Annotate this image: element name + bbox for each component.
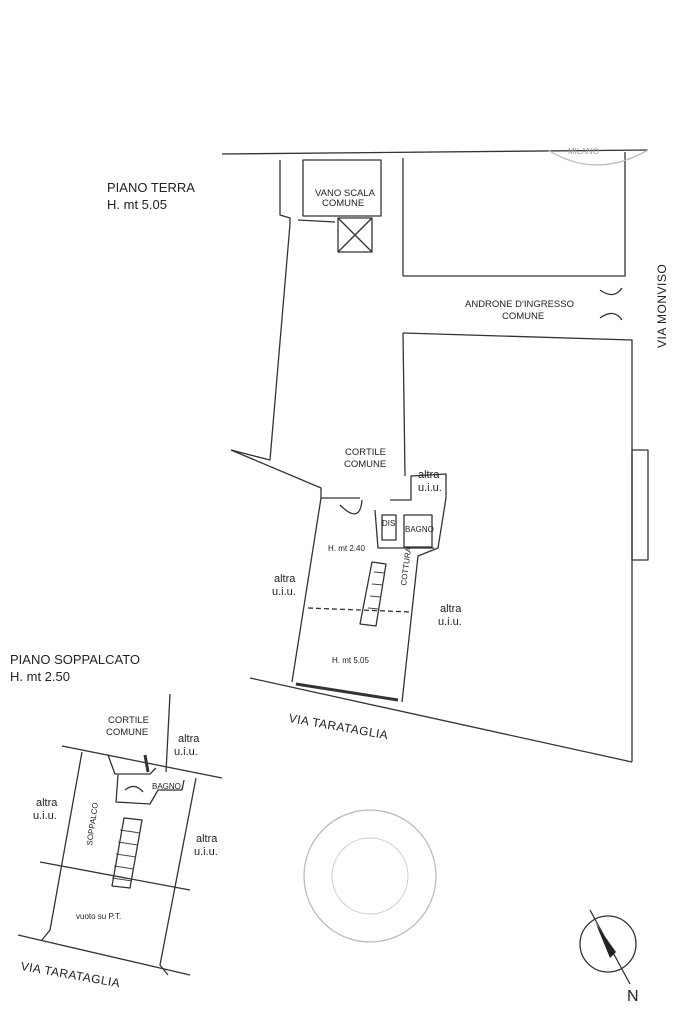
mezz-altra-top-2: u.i.u. [174,746,198,758]
altra-uiu-top-2: u.i.u. [418,482,442,494]
stair-label-1: VANO SCALA [315,188,376,199]
altra-uiu-left-2: u.i.u. [272,586,296,598]
mezz-altra-top-1: altra [178,733,200,745]
vuoto-label: vuoto su P.T. [76,912,122,921]
street-monviso: VIA MONVISO [655,263,669,348]
stair-label-2: COMUNE [322,198,365,209]
height-main-label: H. mt 5.05 [332,656,369,665]
height-mezzanine-label: H. mt 2.40 [328,544,365,553]
stamp-milano: MILANO [568,147,599,156]
courtyard-label-2: COMUNE [344,459,387,470]
ground-floor-title: PIANO TERRA [107,180,195,195]
mezzanine-title: PIANO SOPPALCATO [10,652,141,667]
bagno-label: BAGNO [405,525,434,534]
north-label: N [627,988,639,1005]
dis-label: DIS [382,519,396,528]
mezz-courtyard-label-1: CORTILE [108,715,150,726]
courtyard-label-1: CORTILE [345,447,387,458]
mezz-bagno-label: BAGNO [152,782,181,791]
mezz-altra-right-2: u.i.u. [194,846,218,858]
altra-uiu-right-1: altra [440,603,462,615]
entrance-label-1: ANDRONE D'INGRESSO [465,299,574,310]
mezz-courtyard-label-2: COMUNE [106,727,149,738]
ground-floor-height: H. mt 5.05 [107,197,167,212]
mezz-altra-left-2: u.i.u. [33,810,57,822]
altra-uiu-right-2: u.i.u. [438,616,462,628]
mezz-altra-left-1: altra [36,797,58,809]
altra-uiu-top-1: altra [418,469,440,481]
altra-uiu-left-1: altra [274,573,296,585]
mezzanine-height: H. mt 2.50 [10,669,70,684]
mezz-altra-right-1: altra [196,833,218,845]
entrance-label-2: COMUNE [502,311,545,322]
